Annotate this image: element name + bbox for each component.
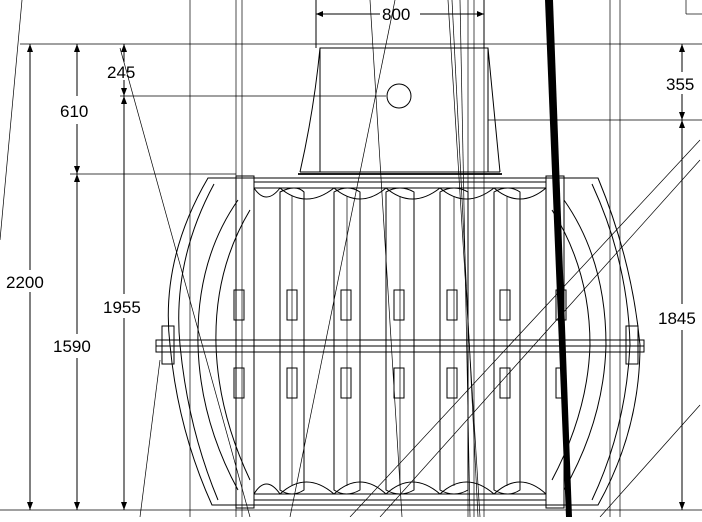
dim-label-2200: 2200 [6, 273, 44, 292]
dim-label-1955: 1955 [103, 298, 141, 317]
dim-label-1845: 1845 [658, 309, 696, 328]
riser [298, 47, 502, 175]
tank-body [155, 175, 645, 509]
dim-label-355: 355 [666, 75, 694, 94]
riser-port [386, 83, 412, 109]
dimension-lines [20, 0, 702, 510]
dimension-labels: 800 245 610 355 2200 1955 1590 1845 [6, 5, 696, 356]
dim-label-1590: 1590 [53, 337, 91, 356]
section-wedge [545, 0, 572, 517]
dim-label-610: 610 [60, 102, 88, 121]
dim-label-245: 245 [107, 63, 135, 82]
dim-label-800: 800 [382, 5, 410, 24]
